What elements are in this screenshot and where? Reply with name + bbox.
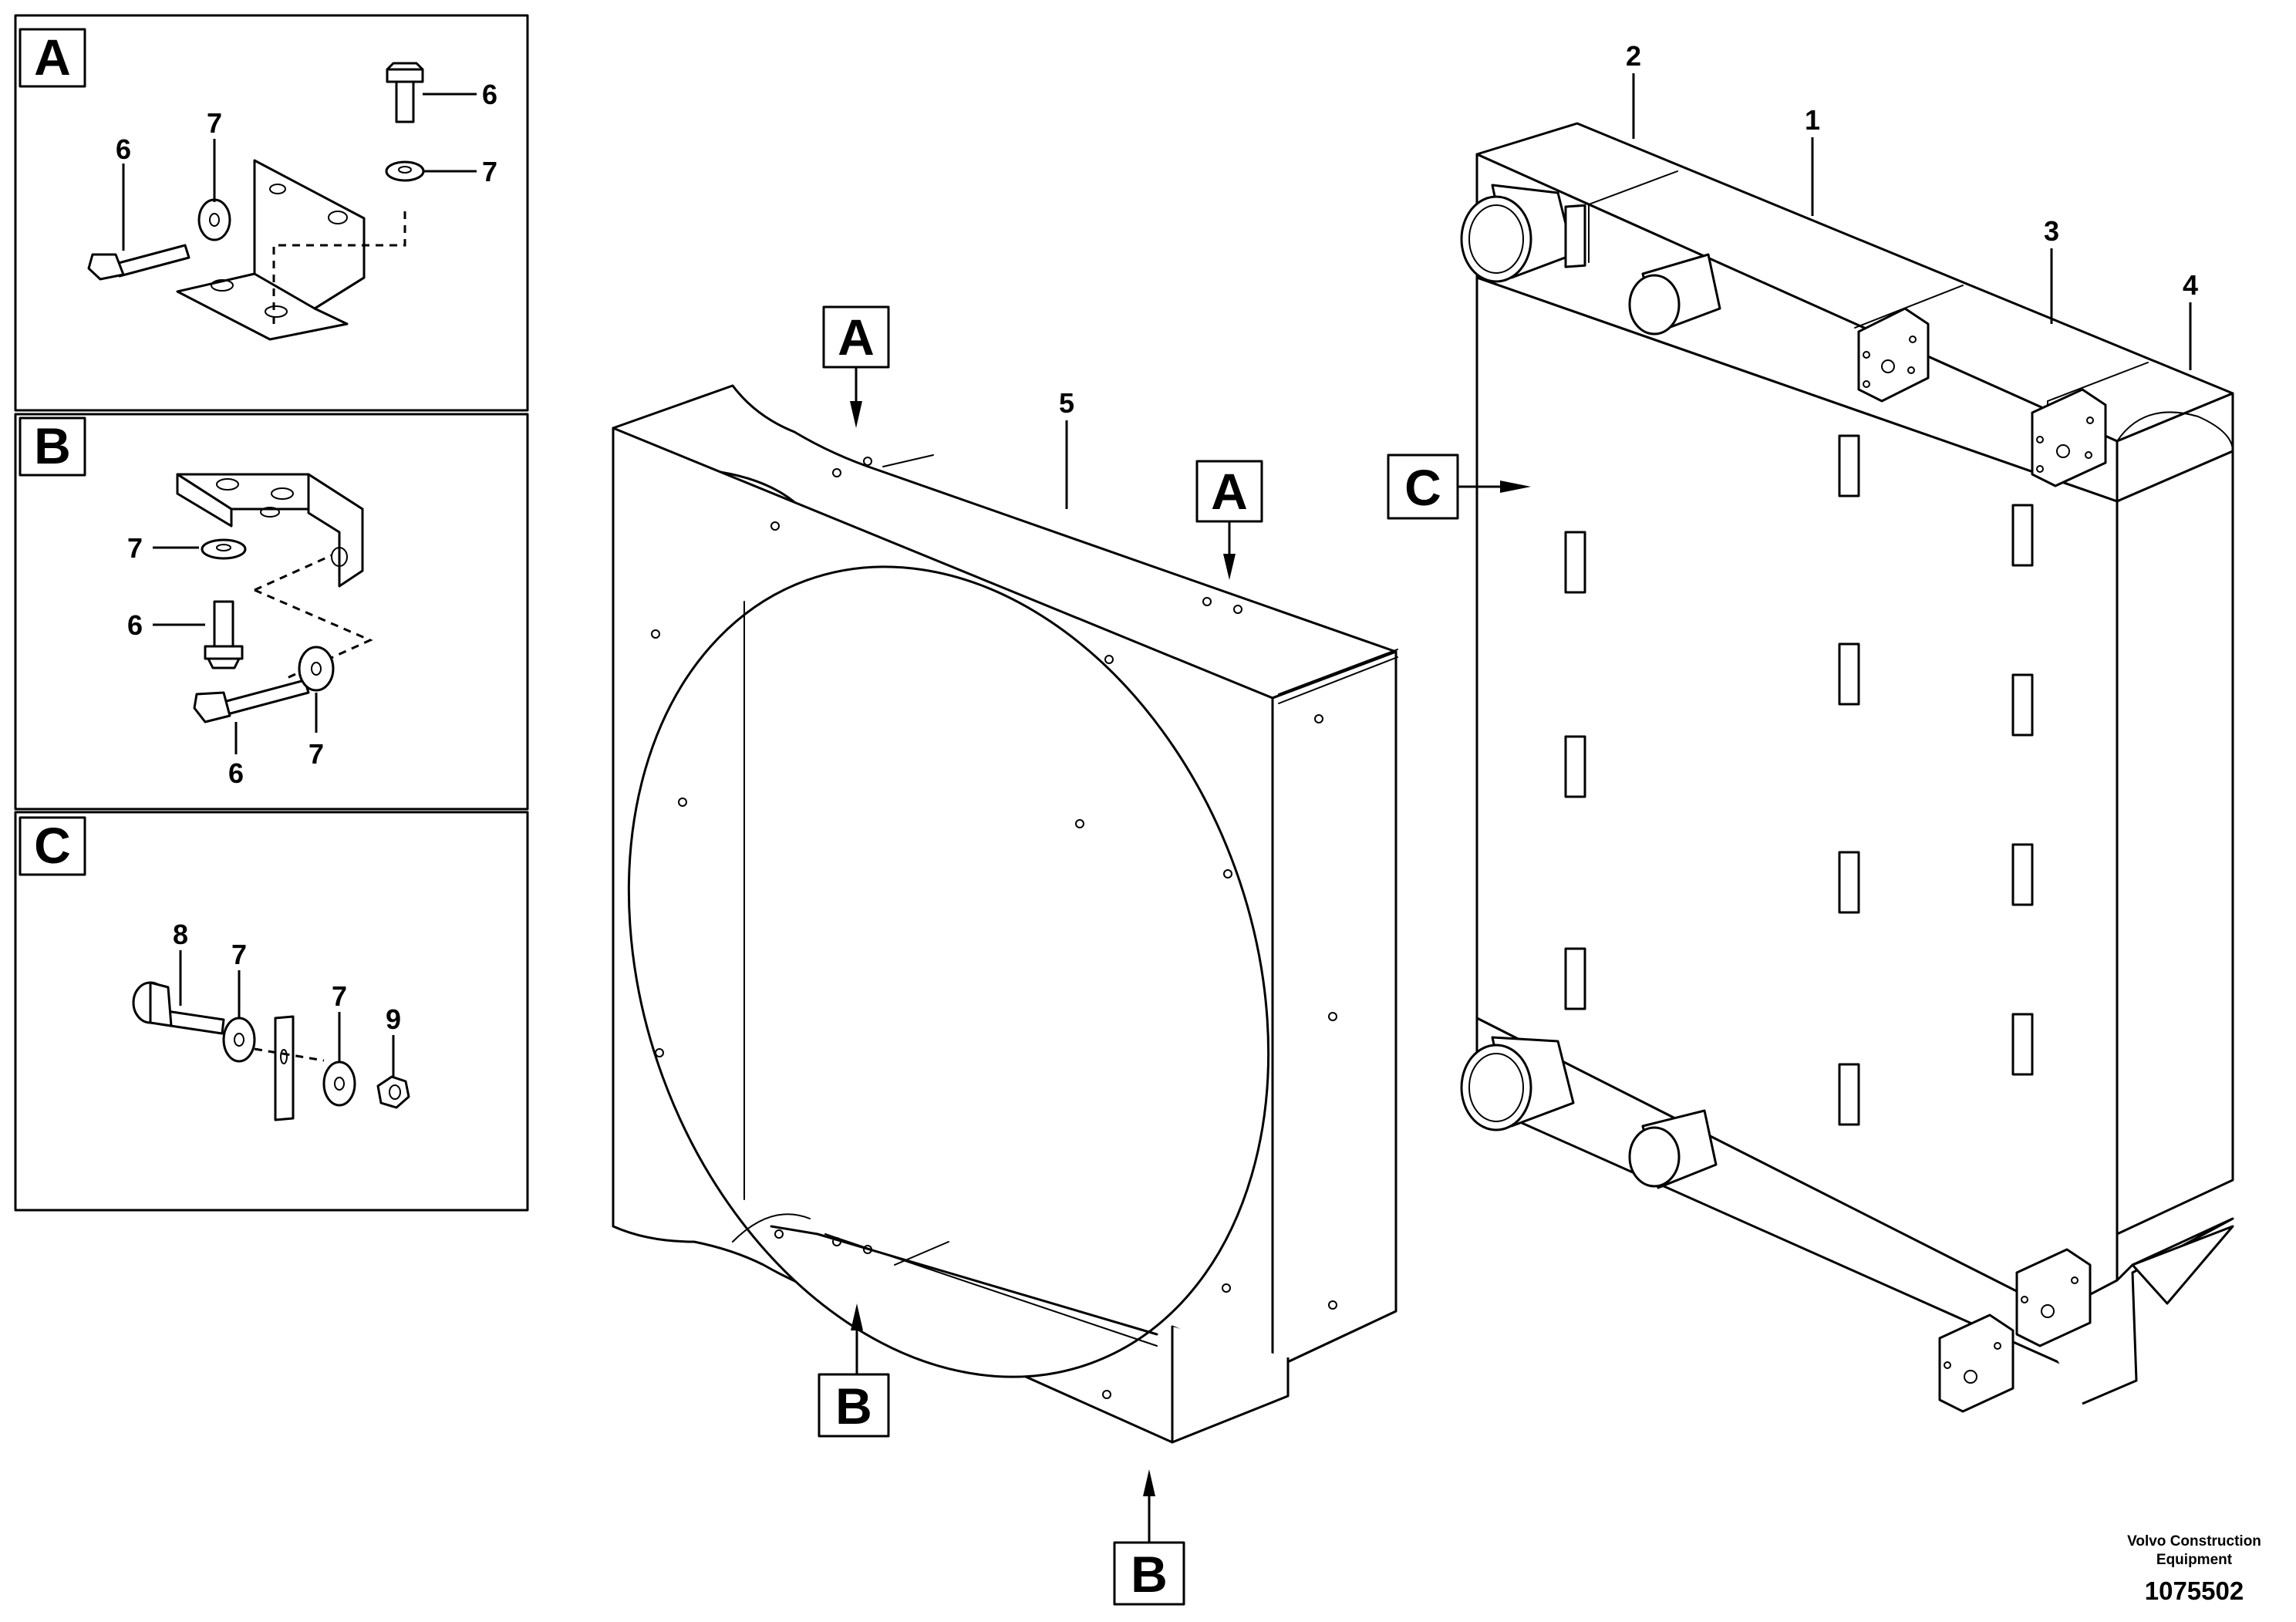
fastener-path-b xyxy=(254,554,373,680)
flange-top-1 xyxy=(1857,307,1930,403)
bolt-vertical-b xyxy=(204,600,244,669)
company-name-line2: Equipment xyxy=(2156,1552,2233,1568)
fastener-path-a xyxy=(272,208,406,324)
item-number: 7 xyxy=(308,738,324,770)
panel-c-letter: C xyxy=(34,817,71,874)
fan-opening xyxy=(627,565,1270,1378)
item-number: 7 xyxy=(482,156,497,187)
callout-letter: A xyxy=(838,309,875,366)
callout-letter: B xyxy=(835,1378,872,1435)
angle-bracket-a xyxy=(176,159,366,341)
item-number: 6 xyxy=(127,609,143,641)
mount-plate-c xyxy=(274,1015,295,1121)
plug-top xyxy=(1628,253,1721,336)
fan-shroud xyxy=(612,384,1398,1444)
callout-b-right: B xyxy=(1113,1469,1185,1606)
shroud-holes xyxy=(651,457,1337,1399)
callout-letter: B xyxy=(1131,1546,1168,1603)
item-number: 3 xyxy=(2044,215,2059,247)
washer-vertical-b xyxy=(201,538,247,560)
angle-bracket-b xyxy=(176,473,364,588)
company-name-line1: Volvo Construction xyxy=(2127,1533,2261,1549)
panel-b-letter-box xyxy=(19,416,86,477)
panel-a-frame xyxy=(14,14,529,412)
flange-bottom-1 xyxy=(2015,1248,2092,1347)
panel-b-frame xyxy=(14,413,529,811)
panel-a-letter: A xyxy=(34,29,71,86)
panel-c-frame xyxy=(14,811,529,1212)
callout-c: C xyxy=(1387,454,1531,520)
item-number: 5 xyxy=(1059,387,1074,419)
item-number: 7 xyxy=(127,532,143,564)
item-number: 6 xyxy=(482,79,497,110)
washer-c-1 xyxy=(222,1017,256,1063)
panel-b-letter: B xyxy=(34,417,71,474)
flange-bottom-2 xyxy=(1938,1313,2014,1413)
bolt-c xyxy=(132,981,225,1035)
detail-panel-c: C 8 7 7 9 xyxy=(14,811,529,1212)
callout-b-left: B xyxy=(818,1303,890,1438)
main-leaders xyxy=(1065,73,2192,509)
drawing-footer: Volvo Construction Equipment 1075502 xyxy=(2127,1533,2261,1605)
detail-panel-b: B 7 xyxy=(14,413,529,811)
outlet-port-bottom xyxy=(1460,1036,1575,1131)
bolt-horizontal-a xyxy=(87,244,190,281)
drawing-number: 1075502 xyxy=(2145,1576,2244,1605)
callout-letter: C xyxy=(1404,459,1441,516)
panel-a-letter-box xyxy=(19,28,86,88)
item-number: 9 xyxy=(386,1003,401,1035)
radiator-core xyxy=(1460,122,2234,1413)
item-number: 7 xyxy=(332,980,347,1012)
callout-a-left: A xyxy=(822,305,890,428)
item-number: 7 xyxy=(207,107,222,139)
inlet-port-top xyxy=(1460,184,1575,283)
nut-c xyxy=(376,1075,410,1109)
bolt-horizontal-b xyxy=(193,679,310,723)
detail-panel-a: A xyxy=(14,14,529,412)
item-number: 2 xyxy=(1626,40,1641,72)
washer-c-2 xyxy=(322,1061,356,1107)
core-mounting-tabs xyxy=(1564,204,2034,1126)
callout-letter: A xyxy=(1211,463,1248,520)
item-number: 7 xyxy=(231,939,247,970)
panel-c-letter-box xyxy=(19,816,86,876)
plug-bottom xyxy=(1628,1109,1718,1189)
item-number: 4 xyxy=(2183,269,2198,301)
item-number: 6 xyxy=(116,133,131,165)
bolt-vertical-a xyxy=(386,62,424,123)
flange-top-2 xyxy=(2031,388,2107,487)
callout-a-right: A xyxy=(1195,460,1263,580)
item-number: 1 xyxy=(1805,104,1820,136)
item-number: 6 xyxy=(228,757,244,789)
item-number: 8 xyxy=(173,919,188,950)
washer-horizontal-b xyxy=(298,646,335,692)
washer-horizontal-a xyxy=(197,198,231,241)
washer-vertical-a xyxy=(385,160,425,182)
